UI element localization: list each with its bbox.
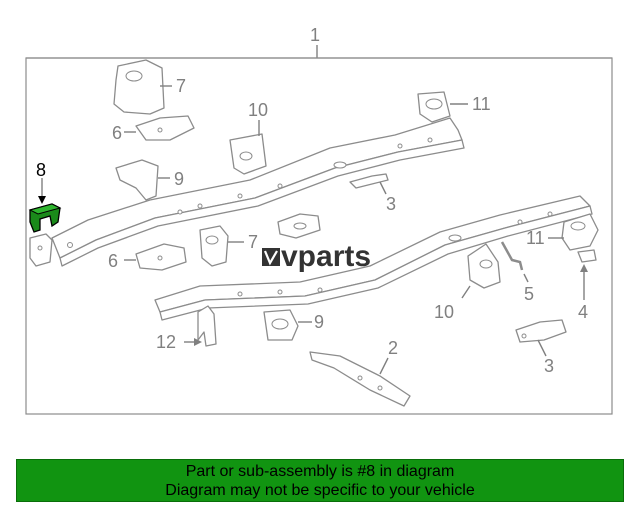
- part-7-upper: [113, 59, 172, 115]
- part-10-lower: [461, 243, 501, 299]
- callout-2: 2: [388, 338, 398, 358]
- frame-rail-lower: [154, 195, 593, 321]
- callout-10-upper: 10: [248, 100, 268, 120]
- callout-10-lower: 10: [434, 302, 454, 322]
- callout-6-lower: 6: [108, 251, 118, 271]
- assembly-bracket: [26, 45, 612, 59]
- arrow-8: [38, 196, 46, 204]
- callout-3-lower: 3: [544, 356, 554, 376]
- banner-line-1: Part or sub-assembly is #8 in diagram: [185, 462, 455, 480]
- callout-6-upper: 6: [112, 123, 122, 143]
- callout-8[interactable]: 8: [36, 160, 46, 180]
- part-9-lower: [263, 309, 312, 341]
- callout-11-lower: 11: [526, 228, 545, 248]
- part-4-clip: [577, 249, 597, 300]
- frame-rail-upper: [51, 117, 465, 267]
- watermark-logo: vparts: [262, 240, 371, 273]
- part-2-crossmember: [309, 351, 411, 407]
- callout-5: 5: [524, 284, 534, 304]
- callout-9-upper: 9: [174, 169, 184, 189]
- part-9-upper: [115, 159, 170, 201]
- callout-11-upper: 11: [472, 94, 491, 114]
- center-mount: [277, 213, 321, 239]
- part-11-lower: [548, 213, 599, 251]
- info-banner: Part or sub-assembly is #8 in diagram Di…: [16, 459, 624, 502]
- part-8-highlighted[interactable]: [28, 203, 62, 233]
- callout-7-lower: 7: [248, 232, 258, 252]
- part-12-bracket: [184, 305, 217, 347]
- callout-12: 12: [156, 332, 176, 352]
- part-11-upper: [417, 91, 468, 123]
- callout-1: 1: [310, 25, 320, 45]
- part-10-upper: [229, 120, 267, 175]
- part-6-lower: [124, 243, 187, 271]
- part-5-rod: [500, 241, 529, 283]
- callout-7-upper: 7: [176, 76, 186, 96]
- callout-4: 4: [578, 302, 588, 322]
- diagram-frame: [25, 57, 613, 415]
- left-mount-bracket: [29, 233, 53, 267]
- part-6-upper: [124, 115, 195, 141]
- part-7-lower: [199, 225, 244, 267]
- part-3-lower: [515, 319, 567, 357]
- part-3-upper: [349, 173, 389, 195]
- banner-line-2: Diagram may not be specific to your vehi…: [165, 481, 475, 499]
- callout-9-lower: 9: [314, 312, 324, 332]
- callout-3-upper: 3: [386, 194, 396, 214]
- watermark-text: vparts: [281, 240, 371, 273]
